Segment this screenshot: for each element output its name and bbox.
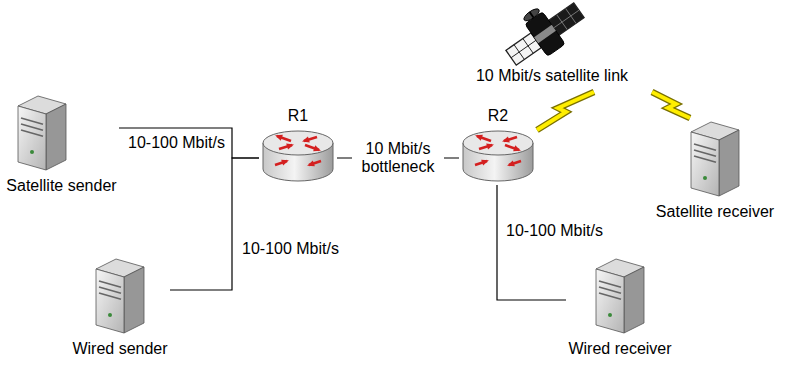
server-node: Wired receiver bbox=[566, 255, 674, 358]
link-label: 10 Mbit/s satellite link bbox=[474, 67, 630, 85]
link-label: 10-100 Mbit/s bbox=[126, 134, 227, 152]
router-node: R2 bbox=[459, 106, 537, 185]
server-icon bbox=[12, 92, 72, 172]
satellite-link bbox=[537, 92, 690, 130]
bolt-outline bbox=[537, 92, 690, 130]
server-icon bbox=[90, 255, 150, 335]
router-label: R2 bbox=[488, 106, 508, 125]
link-label: 10 Mbit/s bottleneck bbox=[352, 140, 444, 176]
satellite-icon bbox=[496, 0, 591, 74]
host-label: Satellite receiver bbox=[656, 202, 774, 221]
router-label: R1 bbox=[288, 106, 308, 125]
host-label: Wired sender bbox=[72, 339, 167, 358]
router-icon bbox=[261, 127, 335, 185]
link-label: 10-100 Mbit/s bbox=[504, 222, 605, 240]
server-node: Satellite sender bbox=[4, 92, 119, 195]
host-label: Wired receiver bbox=[568, 339, 671, 358]
server-node: Wired sender bbox=[70, 255, 170, 358]
host-label: Satellite sender bbox=[6, 176, 116, 195]
server-icon bbox=[685, 118, 745, 198]
link-label: 10-100 Mbit/s bbox=[240, 240, 341, 258]
server-icon bbox=[590, 255, 650, 335]
router-node: R1 bbox=[259, 106, 337, 185]
network-link bbox=[119, 128, 259, 158]
network-link bbox=[170, 158, 259, 290]
router-icon bbox=[461, 127, 535, 185]
server-node: Satellite receiver bbox=[654, 118, 777, 221]
network-link bbox=[497, 185, 566, 300]
